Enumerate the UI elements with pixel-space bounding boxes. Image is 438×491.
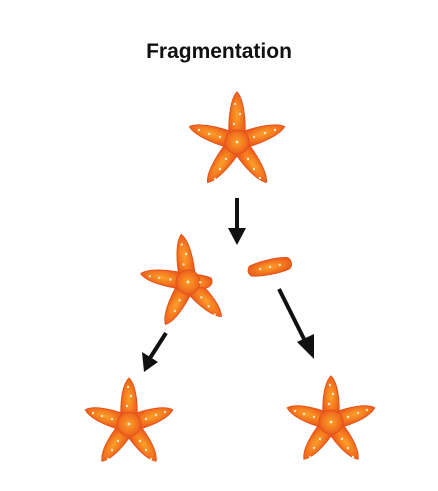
starfish-offspring-left (84, 377, 174, 462)
starfish-icon (188, 91, 286, 184)
starfish-offspring-right (286, 375, 376, 460)
arrow-diagonal-icon (277, 288, 314, 359)
arrow-down-icon (228, 198, 246, 245)
starfish-icon (286, 375, 376, 460)
starfish-fragment-icon (247, 256, 292, 277)
starfish-broken (140, 233, 222, 326)
diagram-title: Fragmentation (146, 40, 292, 63)
starfish-parent (188, 91, 286, 184)
starfish-icon (140, 233, 222, 326)
starfish-icon (84, 377, 174, 462)
arrow-diagonal-icon (142, 331, 168, 372)
